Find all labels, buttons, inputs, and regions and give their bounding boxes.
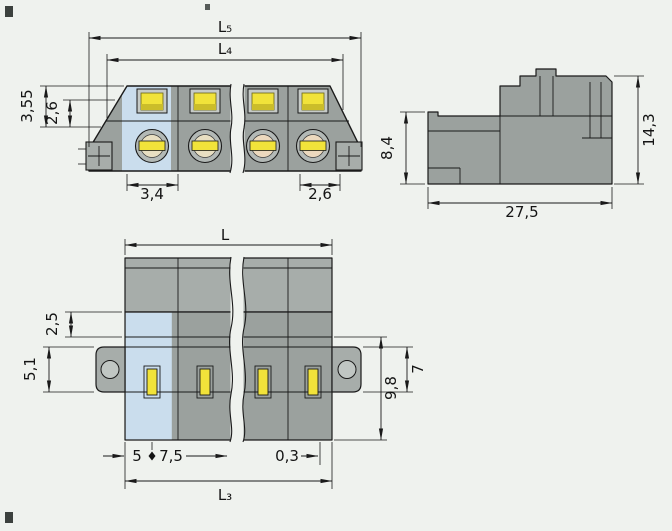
pin-contact: [304, 365, 322, 399]
dim-34-label: 3,4: [140, 185, 164, 203]
screw-terminal: [187, 128, 223, 164]
dim-l-label: L: [221, 226, 230, 244]
dim-25: 2,5: [43, 311, 122, 338]
front-body-details: [106, 86, 349, 171]
wire-entry-port: [297, 88, 329, 114]
dim-l: L: [124, 226, 333, 255]
dim-26-left: 2,6: [43, 99, 115, 128]
scan-artifacts: [5, 4, 210, 523]
dim-l3-label: L₃: [218, 486, 232, 504]
dim-l5: L₅: [88, 18, 362, 147]
dim-51-label: 5,1: [21, 357, 39, 381]
dim-143: 14,3: [614, 75, 658, 185]
dim-51: 5,1: [21, 346, 94, 393]
mounting-hole: [337, 360, 357, 379]
mounting-flange-front-left: [78, 141, 113, 171]
mounting-flange-front-right: [335, 141, 363, 171]
dim-275: 27,5: [427, 187, 613, 221]
screw-terminal: [245, 128, 281, 164]
dim-l5-label: L₅: [218, 18, 232, 36]
dim-84: 8,4: [378, 111, 425, 185]
dim-26-bottom: 2,6: [299, 174, 341, 203]
center-marker: [148, 451, 156, 461]
dim-275-label: 27,5: [505, 203, 538, 221]
screw-terminal: [134, 128, 170, 164]
dim-7: 7: [363, 346, 427, 393]
dim-l3: L₃: [124, 442, 333, 504]
plan-view: L 2,5 5,1 7 9,8 5: [21, 226, 427, 504]
dim-03-label: 0,3: [275, 447, 299, 465]
mounting-flange-plan-right: [331, 346, 362, 393]
pin-contact: [196, 365, 214, 399]
dim-26-bottom-label: 2,6: [308, 185, 332, 203]
pin-contact: [143, 365, 161, 399]
plan-rear-band: [124, 257, 333, 313]
side-body-details: [428, 76, 612, 184]
dim-26-left-label: 2,6: [43, 101, 61, 125]
break-lines-front: [229, 83, 246, 174]
wire-entry-port: [247, 88, 279, 114]
dim-75-label: 7,5: [159, 447, 183, 465]
dim-5-label: 5: [132, 447, 142, 465]
dim-355-label: 3,55: [18, 89, 36, 122]
dim-355: 3,55: [18, 85, 124, 128]
dim-34: 3,4: [126, 174, 179, 203]
side-view: 8,4 14,3 27,5: [378, 68, 658, 221]
dim-98: 9,8: [334, 336, 400, 441]
dim-143-label: 14,3: [640, 113, 658, 146]
mounting-flange-plan-left: [95, 346, 126, 393]
dim-25-label: 2,5: [43, 312, 61, 336]
dim-l4-label: L₄: [218, 40, 232, 58]
pin-contact: [254, 365, 272, 399]
dim-84-label: 8,4: [378, 136, 396, 160]
break-lines-plan: [229, 256, 247, 443]
dim-98-label: 9,8: [382, 376, 400, 400]
plan-body-details: [125, 258, 332, 440]
wire-entry-port: [136, 88, 168, 114]
dim-bottom-row: 5 7,5 0,3: [103, 442, 321, 489]
wire-entry-port: [189, 88, 221, 114]
screw-terminal: [295, 128, 331, 164]
dim-7-label: 7: [409, 364, 427, 374]
front-view: L₅ L₄ 3,55 2,6 3,4 2,6: [18, 18, 363, 203]
dim-l4: L₄: [106, 40, 344, 118]
mounting-hole: [100, 360, 120, 379]
side-body: [427, 68, 613, 185]
